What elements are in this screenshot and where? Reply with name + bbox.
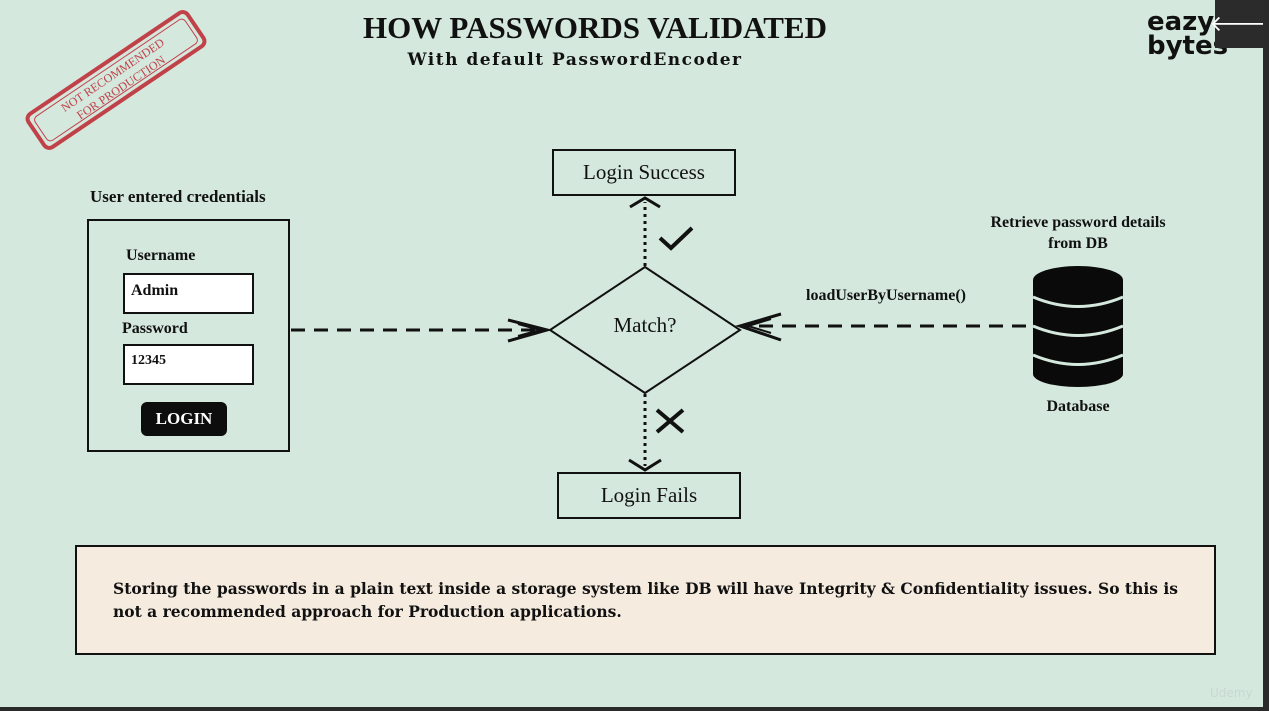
database-label: Database	[1046, 398, 1110, 415]
match-label: Match?	[613, 313, 677, 337]
fail-arrow-head	[628, 458, 662, 472]
slide-title: HOW PASSWORDS VALIDATED	[363, 10, 827, 45]
password-label: Password	[122, 320, 188, 337]
note-box: Storing the passwords in a plain text in…	[75, 545, 1216, 655]
retrieve-line-1: Retrieve password details	[990, 214, 1166, 231]
logo-line-2: bytes	[1147, 31, 1229, 61]
db-arrow-head	[735, 312, 782, 342]
back-arrow-icon: 🡐	[1209, 12, 1269, 37]
success-arrow-head	[629, 196, 661, 209]
credentials-heading: User entered credentials	[90, 187, 266, 206]
slide-subtitle: With default PasswordEncoder	[407, 50, 743, 70]
credentials-arrow-head-inner	[517, 323, 544, 337]
login-button[interactable]: LOGIN	[141, 402, 227, 436]
match-decision-diamond	[548, 265, 742, 395]
logo-line-1: eazy	[1147, 7, 1215, 37]
credentials-box	[87, 219, 290, 452]
login-success-box: Login Success	[552, 149, 736, 196]
method-label: loadUserByUsername()	[806, 287, 966, 304]
back-arrow-button[interactable]: 🡐	[1210, 0, 1269, 48]
retrieve-line-2: from DB	[1048, 235, 1108, 252]
retrieve-password-label: Retrieve password details from DB	[958, 212, 1198, 254]
login-success-label: Login Success	[583, 160, 705, 184]
login-fails-box: Login Fails	[557, 472, 741, 519]
password-field[interactable]: 12345	[123, 344, 254, 385]
eazybytes-logo: eazy bytes	[1147, 7, 1237, 61]
window-edge-right	[1263, 0, 1269, 711]
database-icon	[1032, 266, 1124, 387]
window-edge-bottom	[0, 707, 1269, 711]
username-field[interactable]: Admin	[123, 273, 254, 314]
note-text: Storing the passwords in a plain text in…	[113, 579, 1178, 621]
login-fails-label: Login Fails	[600, 483, 698, 507]
credentials-arrow-head	[507, 318, 553, 343]
check-icon	[658, 226, 694, 251]
db-arrow-head-inner	[744, 318, 772, 334]
cross-icon	[655, 408, 685, 434]
username-label: Username	[126, 247, 196, 264]
udemy-watermark: Udemy	[1210, 686, 1253, 700]
